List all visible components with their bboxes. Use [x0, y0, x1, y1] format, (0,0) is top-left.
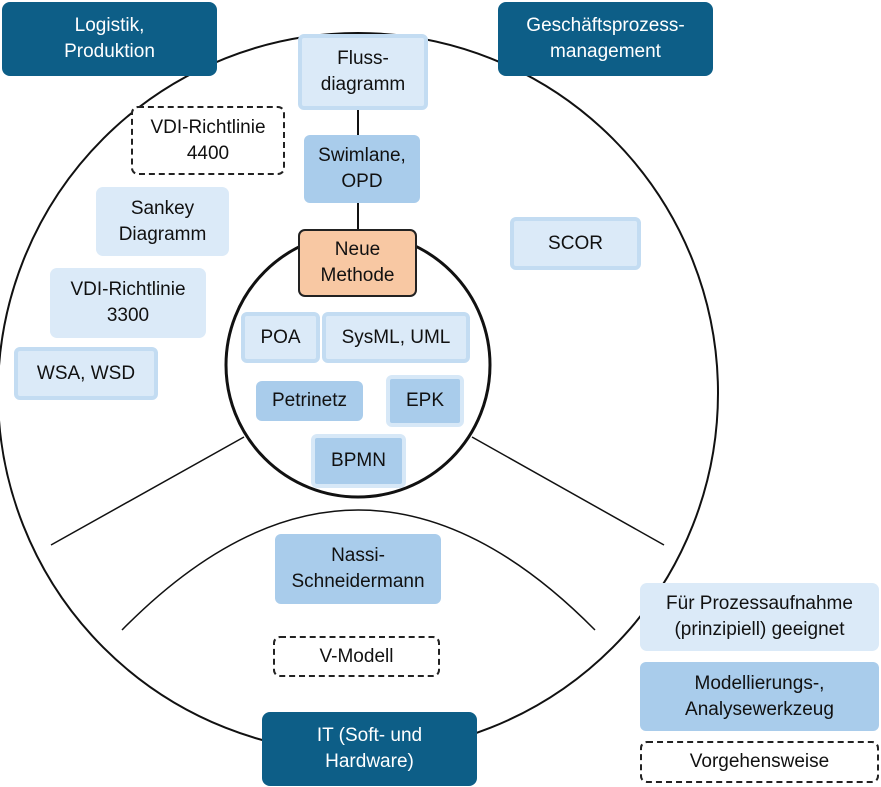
method-poa: POA: [241, 312, 320, 363]
method-petrinetz: Petrinetz: [256, 381, 363, 421]
method-epk: EPK: [386, 375, 464, 427]
method-scor: SCOR: [510, 217, 641, 270]
legend-vorgehensweise: Vorgehensweise: [640, 741, 879, 783]
method-neue-methode: Neue Methode: [298, 229, 417, 297]
method-swimlane: Swimlane, OPD: [304, 135, 420, 203]
method-sysml-uml: SysML, UML: [322, 312, 470, 363]
it-arc: [121, 509, 596, 631]
method-wsa-wsd: WSA, WSD: [14, 347, 158, 400]
method-v-modell: V-Modell: [273, 636, 440, 677]
domain-logistics: Logistik, Produktion: [2, 2, 217, 76]
method-flussdiagramm: Fluss- diagramm: [298, 34, 428, 110]
divider-line-left: [50, 436, 245, 546]
domain-it: IT (Soft- und Hardware): [262, 712, 477, 786]
method-vdi-4400: VDI-Richtlinie 4400: [131, 106, 285, 175]
method-bpmn: BPMN: [311, 434, 406, 488]
method-nassi-schneidermann: Nassi- Schneidermann: [275, 534, 441, 604]
divider-line-right: [471, 436, 665, 546]
method-sankey: Sankey Diagramm: [96, 187, 229, 256]
domain-bpm: Geschäftsprozess- management: [498, 2, 713, 76]
legend-modellierung: Modellierungs-, Analysewerkzeug: [640, 662, 879, 731]
method-vdi-3300: VDI-Richtlinie 3300: [50, 268, 206, 338]
legend-prozessaufnahme: Für Prozessaufnahme (prinzipiell) geeign…: [640, 583, 879, 651]
